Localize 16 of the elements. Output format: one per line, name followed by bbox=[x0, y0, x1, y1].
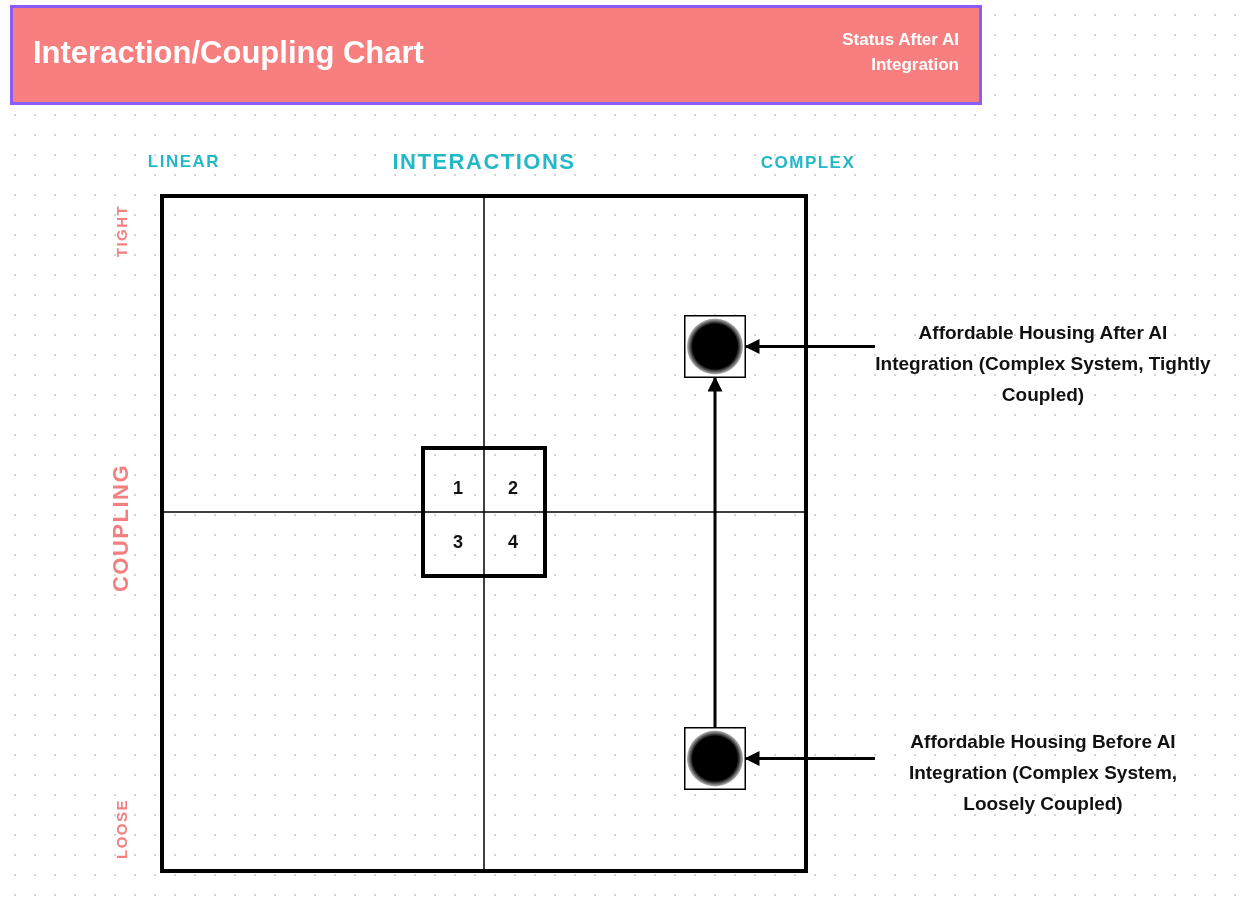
quadrant-number: 3 bbox=[453, 533, 463, 551]
axis-end-label: LINEAR bbox=[147, 152, 221, 170]
status-subtitle: Status After AI Integration bbox=[841, 29, 959, 76]
axis-end-label: TIGHT bbox=[113, 204, 129, 258]
annotation-text: Affordable Housing Before AI Integration (Complex System, Loosely Coupled) bbox=[907, 729, 1179, 816]
title-banner bbox=[10, 5, 982, 105]
quadrant-number: 2 bbox=[508, 479, 518, 497]
axis-end-label: LOOSE bbox=[113, 799, 129, 859]
arrow bbox=[707, 376, 723, 727]
quadrant-number: 4 bbox=[508, 533, 518, 551]
quadrant-number: 1 bbox=[453, 479, 463, 497]
annotation-text: Affordable Housing After AI Integration (Complex System, Tightly Coupled) bbox=[875, 320, 1211, 407]
chart-title: Interaction/Coupling Chart bbox=[33, 34, 424, 72]
axis-end-label: COMPLEX bbox=[760, 153, 856, 171]
axis-title: INTERACTIONS bbox=[392, 151, 576, 173]
axis-title: COUPLING bbox=[110, 463, 132, 593]
